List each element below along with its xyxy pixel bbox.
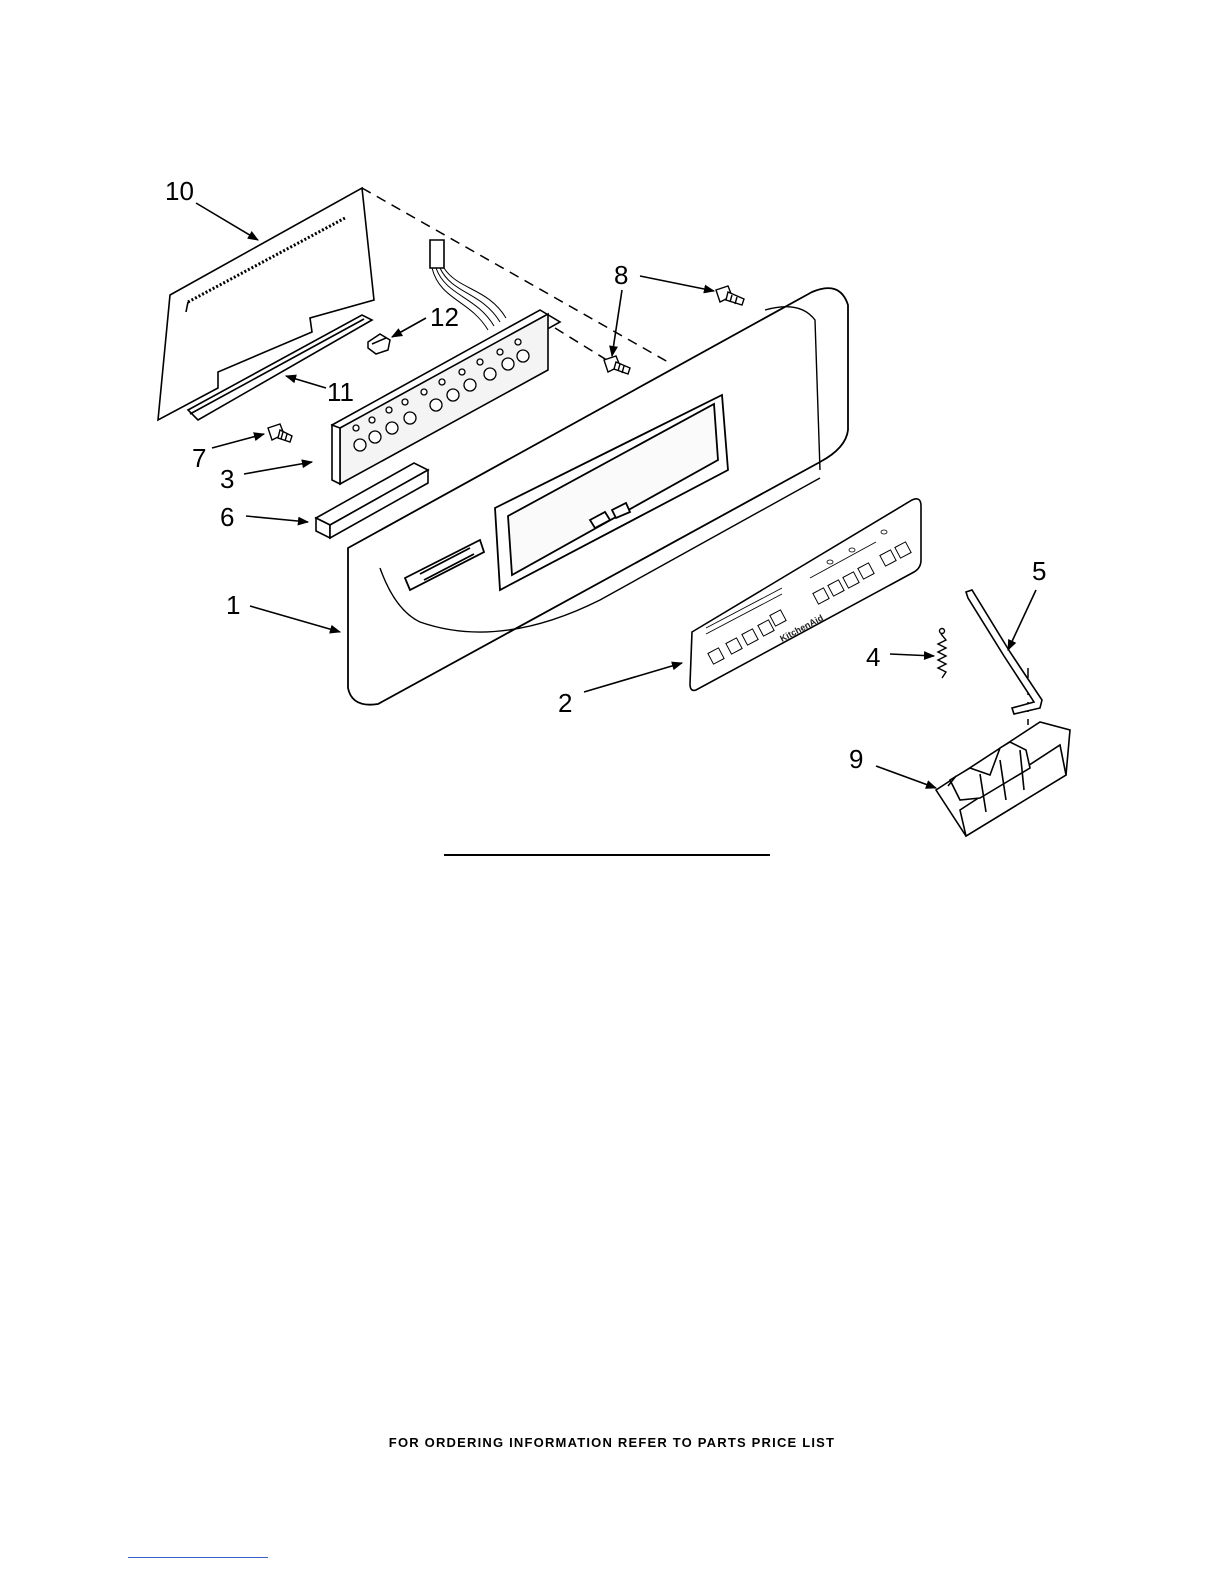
callout-5: 5 xyxy=(1032,556,1046,586)
callout-9: 9 xyxy=(849,744,863,774)
leader-1 xyxy=(250,606,340,632)
part-2-control-overlay: KitchenAid xyxy=(690,499,921,691)
ordering-information-note: FOR ORDERING INFORMATION REFER TO PARTS … xyxy=(0,1435,1224,1450)
callout-2: 2 xyxy=(558,688,572,718)
callout-12: 12 xyxy=(430,302,459,332)
callout-1: 1 xyxy=(226,590,240,620)
leader-5 xyxy=(1008,590,1036,650)
part-8-screw-upper xyxy=(716,286,744,305)
callout-7: 7 xyxy=(192,443,206,473)
leader-12 xyxy=(392,318,426,337)
leader-11 xyxy=(286,376,326,388)
leader-7 xyxy=(212,434,264,448)
bottom-rule xyxy=(128,1557,268,1558)
part-7-screw xyxy=(268,424,292,442)
callout-8: 8 xyxy=(614,260,628,290)
leader-6 xyxy=(246,516,308,522)
callout-11: 11 xyxy=(327,377,354,407)
part-12-clip xyxy=(368,334,390,354)
leader-10 xyxy=(196,203,258,240)
leader-8-upper xyxy=(640,276,714,291)
callout-3: 3 xyxy=(220,464,234,494)
leader-9 xyxy=(876,766,936,788)
callout-6: 6 xyxy=(220,502,234,532)
part-8-screw-lower xyxy=(604,356,630,374)
leader-8-lower xyxy=(612,290,622,356)
part-5-rod xyxy=(966,590,1042,714)
callout-4: 4 xyxy=(866,642,880,672)
part-4-spring xyxy=(938,629,946,679)
part-9-latch-housing xyxy=(936,722,1070,836)
leader-3 xyxy=(244,462,312,474)
callout-10: 10 xyxy=(165,176,194,206)
leader-4 xyxy=(890,654,934,656)
leader-2 xyxy=(584,663,682,692)
